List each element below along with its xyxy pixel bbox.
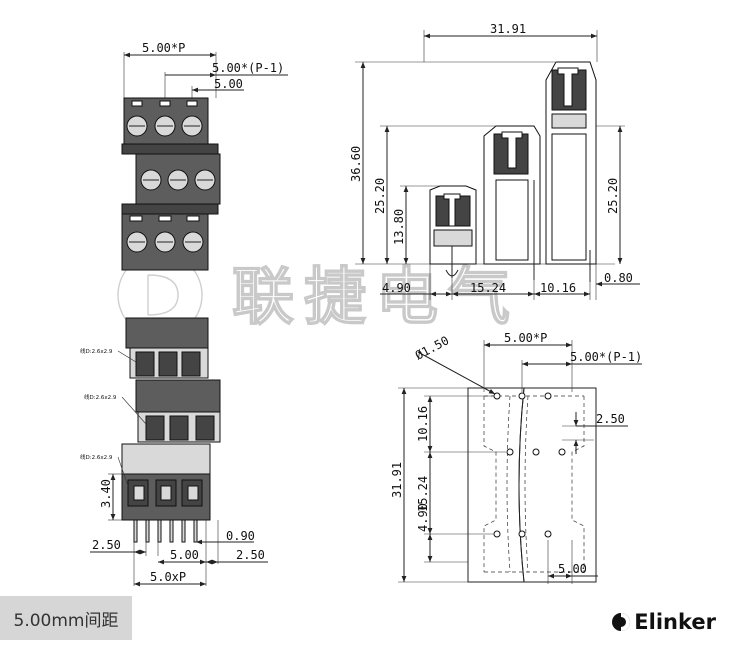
pins [133, 519, 198, 543]
dim-pitch-p1: 5.00*(P-1) [212, 61, 284, 75]
brand-logo: Elinker [611, 610, 716, 634]
dim-b1: 4.90 [382, 281, 411, 295]
side-view: 31.91 36.60 25.20 13.80 25.20 [349, 22, 640, 300]
dim-pcb-bottom: 5.00 [558, 562, 587, 576]
dim-pcb-pitch-p1: 5.00*(P-1) [570, 350, 642, 364]
dim-pcb-pitch-p: 5.00*P [504, 331, 547, 345]
pcb-holes [493, 392, 566, 538]
dim-h-right: 25.20 [606, 178, 620, 214]
watermark-text: 联捷电气 [232, 260, 520, 333]
dim-front-d2: 5.00 [170, 548, 199, 562]
dim-pcb-off: 2.50 [596, 412, 625, 426]
dim-pcb-v3: 4.90 [416, 503, 430, 532]
dim-width: 31.91 [490, 22, 526, 36]
elinker-logo-icon [612, 613, 631, 631]
dim-pitch-p: 5.00*P [142, 41, 185, 55]
dim-pcb-v2: 15.24 [416, 476, 430, 512]
dim-hole: Ø1.50 [413, 333, 451, 362]
dim-h-low: 13.80 [392, 209, 406, 245]
dim-b4: 0.80 [604, 271, 633, 285]
dim-front-h: 3.40 [99, 479, 113, 508]
dim-h-top: 36.60 [349, 146, 363, 182]
pitch-caption: 5.00mm间距 [0, 596, 132, 640]
dim-front-d1: 2.50 [92, 538, 121, 552]
dim-h-mid: 25.20 [373, 178, 387, 214]
dim-pcb-v1: 10.16 [416, 406, 430, 442]
dim-pitch: 5.00 [214, 77, 243, 91]
wire-note-1: 线D:2.6x2.9 [80, 347, 113, 355]
front-view: 线D:2.6x2.9 线D:2.6x2.9 线D:2.6x2.9 3.40 2.… [80, 317, 268, 587]
wire-note-2: 线D:2.6x2.9 [84, 393, 117, 401]
wire-note-3: 线D:2.6x2.9 [80, 453, 113, 461]
dim-front-d4: 2.50 [236, 548, 265, 562]
brand-name: Elinker [634, 610, 716, 634]
dim-b2: 15.24 [470, 281, 506, 295]
watermark: 联捷电气 [117, 252, 520, 338]
dim-pcb-total: 31.91 [390, 462, 404, 498]
dim-front-d3: 0.90 [226, 529, 255, 543]
dim-b3: 10.16 [540, 281, 576, 295]
pcb-view: Ø1.50 5.00*P 5.00*(P-1) 2.50 10.16 15.24… [390, 331, 642, 584]
top-view: 5.00*P 5.00*(P-1) 5.00 [121, 41, 288, 271]
dim-front-d5: 5.0xP [150, 570, 186, 584]
